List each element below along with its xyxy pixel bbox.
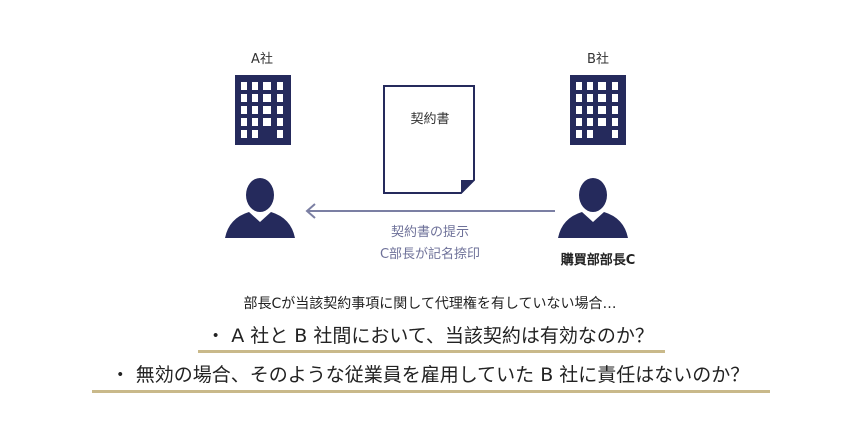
building-b-icon: [570, 75, 626, 145]
company-a-label: A社: [251, 52, 273, 67]
building-window: [576, 130, 582, 138]
building-window: [252, 82, 258, 90]
building-a-icon: [235, 75, 291, 145]
person-b-icon: [558, 178, 628, 238]
building-window: [576, 118, 582, 126]
building-window: [587, 118, 593, 126]
building-window: [252, 94, 258, 102]
building-window: [612, 94, 618, 102]
building-window: [598, 82, 606, 90]
building-window: [263, 82, 271, 90]
question-1-underline: [198, 350, 665, 353]
building-window: [252, 118, 258, 126]
person-b-label: 購買部部長C: [560, 253, 636, 268]
building-window: [263, 94, 271, 102]
building-window: [598, 94, 606, 102]
question-2: ・ 無効の場合、そのような従業員を雇用していた B 社に責任はないのか？: [110, 364, 750, 386]
document-label: 契約書: [410, 112, 450, 127]
building-window: [277, 94, 283, 102]
building-window: [241, 118, 247, 126]
building-window: [241, 130, 247, 138]
company-b-label: B社: [587, 52, 609, 67]
arrow-caption-1: 契約書の提示: [390, 225, 469, 240]
building-window: [576, 82, 582, 90]
building-window: [612, 106, 618, 114]
building-window: [241, 94, 247, 102]
question-2-underline: [92, 390, 770, 393]
question-1: ・ A 社と B 社間において、当該契約は有効なのか？: [206, 325, 654, 347]
contract-document-icon: [383, 85, 475, 194]
building-window: [277, 82, 283, 90]
building-window: [277, 130, 283, 138]
building-window: [277, 118, 283, 126]
building-window: [587, 94, 593, 102]
building-window: [277, 106, 283, 114]
building-window: [598, 118, 606, 126]
building-window: [576, 94, 582, 102]
building-window: [587, 106, 593, 114]
building-window: [263, 118, 271, 126]
building-window: [598, 106, 606, 114]
building-window: [252, 130, 258, 138]
building-window: [612, 118, 618, 126]
building-window: [587, 82, 593, 90]
handover-arrow: [305, 203, 555, 219]
building-window: [587, 130, 593, 138]
arrow-caption-2: C部長が記名捺印: [379, 247, 481, 262]
building-window: [576, 106, 582, 114]
building-window: [612, 82, 618, 90]
building-window: [241, 82, 247, 90]
building-window: [241, 106, 247, 114]
building-window: [612, 130, 618, 138]
building-window: [252, 106, 258, 114]
premise-text: 部長Cが当該契約事項に関して代理権を有していない場合…: [243, 296, 617, 312]
building-window: [263, 106, 271, 114]
person-a-icon: [225, 178, 295, 238]
